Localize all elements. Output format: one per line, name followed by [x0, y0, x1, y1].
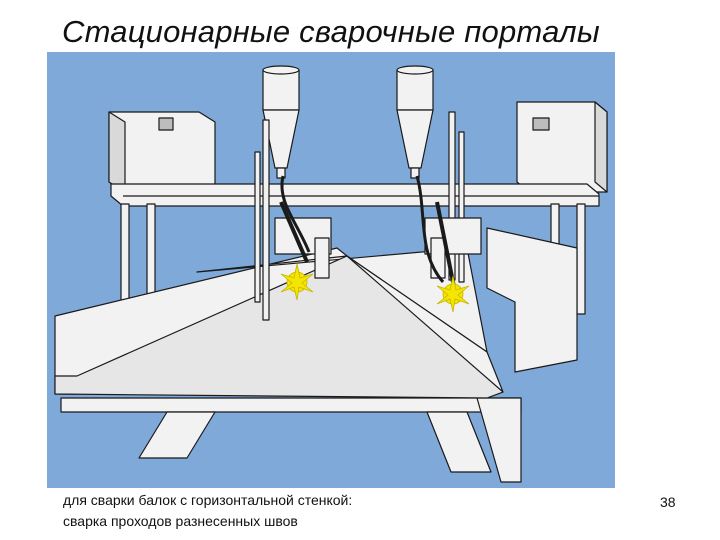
left-control-cabinet — [108, 111, 216, 193]
beam-base-top — [54, 255, 504, 399]
right-flux-hopper — [396, 65, 434, 179]
left-cable — [280, 175, 311, 253]
gantry-column-left-2 — [146, 203, 156, 297]
caption-line-2: сварка проходов разнесенных швов — [63, 513, 298, 529]
page-number: 38 — [660, 494, 676, 510]
welding-portal-illustration — [47, 52, 615, 488]
caption-line-1: для сварки балок с горизонтальной стенко… — [63, 492, 353, 508]
right-support-frame — [486, 227, 578, 373]
left-spark — [280, 263, 314, 301]
right-cable — [415, 175, 445, 283]
slide-title: Стационарные сварочные порталы — [62, 14, 600, 49]
right-control-cabinet — [516, 101, 608, 193]
left-flux-hopper — [262, 65, 300, 179]
gantry-column-right-2 — [576, 203, 586, 315]
base-stand — [60, 397, 522, 483]
right-mast — [448, 111, 456, 281]
left-mast-2 — [254, 151, 261, 303]
left-mast — [262, 119, 270, 321]
slide-caption: для сварки балок с горизонтальной стенко… — [63, 490, 352, 532]
gantry-column-left-1 — [120, 203, 130, 305]
right-spark — [436, 275, 470, 313]
gantry-beam — [110, 183, 600, 207]
right-mast-2 — [458, 131, 465, 283]
